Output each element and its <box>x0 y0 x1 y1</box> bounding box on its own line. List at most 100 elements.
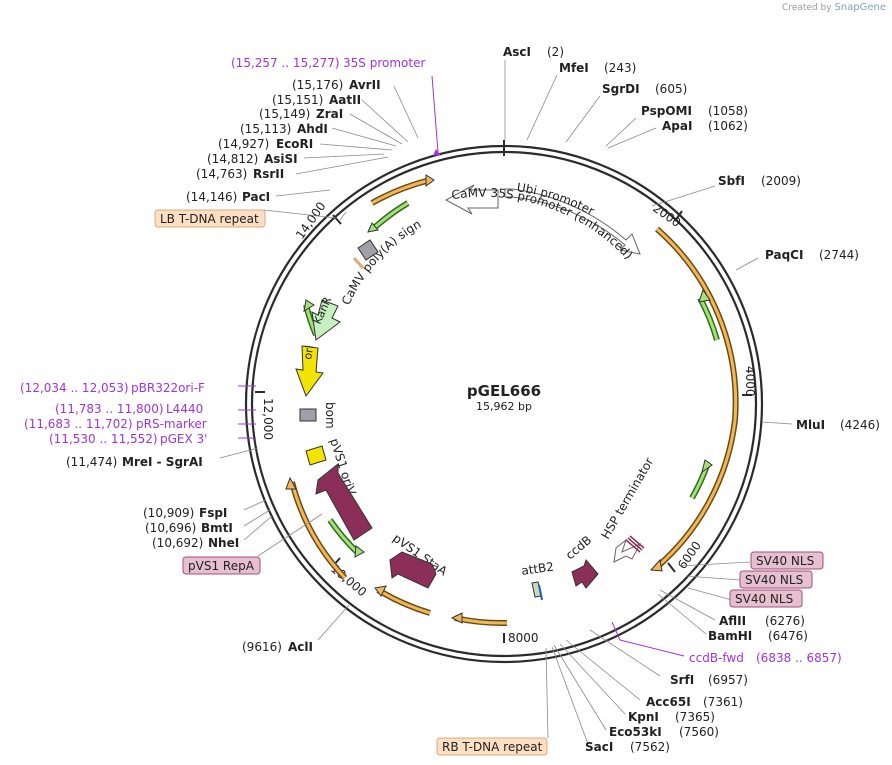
sv40-nls-box: SV40 NLS <box>729 589 803 608</box>
svg-text:(14,927): (14,927) <box>218 137 269 151</box>
svg-text:(1058): (1058) <box>708 104 748 118</box>
svg-text:(10,696): (10,696) <box>145 521 196 535</box>
svg-text:(2009): (2009) <box>761 174 801 188</box>
svg-text:(15,151): (15,151) <box>272 93 323 107</box>
svg-text:NheI: NheI <box>208 536 239 550</box>
svg-text:(14,146): (14,146) <box>186 190 237 204</box>
primer-labels: (15,257 .. 15,277)35S promoter (12,034 .… <box>20 56 842 665</box>
svg-text:L4440: L4440 <box>166 402 203 416</box>
svg-text:ApaI: ApaI <box>662 119 692 133</box>
boxed-labels: LB T-DNA repeat RB T-DNA repeat pVS1 Rep… <box>154 209 824 756</box>
primer-label: (12,034 .. 12,053)pBR322ori-F <box>20 381 205 395</box>
hsp-terminator-arrow <box>613 538 642 563</box>
svg-text:(9616): (9616) <box>242 640 282 654</box>
snapgene-logo: SnapGene <box>834 2 886 13</box>
svg-text:AflII: AflII <box>719 614 746 628</box>
pvs1-oriv-box <box>305 445 327 466</box>
hsp-terminator-label: HSP terminator <box>598 455 656 541</box>
site-labels: AscI (2) MfeI (243) SgrDI (605) PspOMI (1058… <box>66 45 880 754</box>
pvs1-repa-box: pVS1 RepA <box>182 556 261 575</box>
svg-text:(11,474): (11,474) <box>66 455 117 469</box>
svg-text:MfeI: MfeI <box>559 61 589 75</box>
site-label: (10,696) BmtI <box>145 521 233 535</box>
plasmid-name: pGEL666 <box>467 382 541 400</box>
site-label: PspOMI (1058) <box>641 104 748 118</box>
snapgene-watermark: Created by SnapGene <box>782 2 886 13</box>
svg-text:(2744): (2744) <box>819 248 859 262</box>
pvs1-staa-arrow <box>389 551 437 589</box>
svg-text:(2): (2) <box>547 45 564 59</box>
svg-text:SgrDI: SgrDI <box>602 82 640 96</box>
site-label: KpnI(7365) <box>628 710 715 724</box>
svg-text:RsrII: RsrII <box>253 167 284 181</box>
svg-text:(14,812): (14,812) <box>207 152 258 166</box>
site-label: (10,909)FspI <box>143 506 227 520</box>
svg-text:SbfI: SbfI <box>718 174 745 188</box>
svg-text:SV40 NLS: SV40 NLS <box>756 554 814 568</box>
filled-features: KanR ori <box>295 239 599 601</box>
svg-text:PspOMI: PspOMI <box>641 104 692 118</box>
primer-label: (11,783 .. 11,800)L4440 <box>55 402 203 416</box>
site-label: (15,176) AvrII <box>292 78 381 92</box>
svg-text:AvrII: AvrII <box>349 78 381 92</box>
svg-text:(7365): (7365) <box>675 710 715 724</box>
site-label: (10,692)NheI <box>152 536 239 550</box>
site-label: SgrDI (605) <box>602 82 687 96</box>
svg-text:(15,113): (15,113) <box>240 122 291 136</box>
svg-text:EcoRI: EcoRI <box>276 137 313 151</box>
tick-label: 12,000 <box>261 398 275 440</box>
svg-text:(6276): (6276) <box>765 614 805 628</box>
sv40-nls-box: SV40 NLS <box>739 570 813 589</box>
site-label: AscI (2) <box>503 45 564 59</box>
svg-text:(10,909): (10,909) <box>143 506 194 520</box>
svg-text:(243): (243) <box>604 61 636 75</box>
primer-label: (11,530 .. 11,552)pGEX 3' <box>49 432 207 446</box>
svg-text:AatII: AatII <box>329 93 361 107</box>
site-label: (14,927) EcoRI <box>218 137 313 151</box>
svg-text:BmtI: BmtI <box>201 521 233 535</box>
watermark-prefix: Created by <box>782 3 832 13</box>
svg-text:Acc65I: Acc65I <box>646 695 691 709</box>
site-label: SbfI (2009) <box>718 174 801 188</box>
site-label: MfeI (243) <box>559 61 636 75</box>
camv-promoter-label: CaMV 35S promoter (enhanced) <box>451 186 636 262</box>
svg-text:(605): (605) <box>655 82 687 96</box>
plasmid-size: 15,962 bp <box>476 400 532 413</box>
site-label: PaqCI(2744) <box>765 248 859 262</box>
ori-arrow <box>295 345 324 398</box>
svg-text:pBR322ori-F: pBR322ori-F <box>131 381 205 395</box>
svg-text:(12,034 .. 12,053): (12,034 .. 12,053) <box>20 381 129 395</box>
attb2-label: attB2 <box>520 560 554 578</box>
bom-label: bom <box>323 402 337 429</box>
svg-text:(11,530 .. 11,552): (11,530 .. 11,552) <box>49 432 158 446</box>
site-label: (14,146)PacI <box>186 190 270 204</box>
site-label: (15,149)ZraI <box>259 107 343 121</box>
pvs1-repa-arrow <box>315 462 373 541</box>
svg-text:MluI: MluI <box>796 418 825 432</box>
site-label: BamHI (6476) <box>708 629 808 643</box>
svg-text:RB T-DNA repeat: RB T-DNA repeat <box>442 740 543 754</box>
svg-text:BamHI: BamHI <box>708 629 752 643</box>
svg-text:pGEX 3': pGEX 3' <box>160 432 207 446</box>
primer-label: (15,257 .. 15,277)35S promoter <box>231 56 425 70</box>
site-label: SacI(7562) <box>585 740 670 754</box>
site-label: (9616)AclI <box>242 640 313 654</box>
svg-text:ZraI: ZraI <box>316 107 343 121</box>
ubi-promoter-arrow <box>504 188 641 255</box>
svg-text:35S promoter: 35S promoter <box>343 56 425 70</box>
svg-text:(15,176): (15,176) <box>292 78 343 92</box>
ccdb-arrow <box>571 559 599 589</box>
svg-text:SacI: SacI <box>585 740 613 754</box>
svg-text:(6838 .. 6857): (6838 .. 6857) <box>756 651 842 665</box>
svg-text:SrfI: SrfI <box>670 673 694 687</box>
site-label: ApaI(1062) <box>662 119 748 133</box>
svg-text:AscI: AscI <box>503 45 531 59</box>
svg-text:SV40 NLS: SV40 NLS <box>745 573 803 587</box>
polya-box <box>357 239 379 261</box>
svg-text:(6476): (6476) <box>768 629 808 643</box>
site-label: (15,113)AhdI <box>240 122 328 136</box>
rb-repeat-box: RB T-DNA repeat <box>436 737 548 756</box>
svg-text:(4246): (4246) <box>840 418 880 432</box>
svg-text:LB T-DNA repeat: LB T-DNA repeat <box>160 212 259 226</box>
